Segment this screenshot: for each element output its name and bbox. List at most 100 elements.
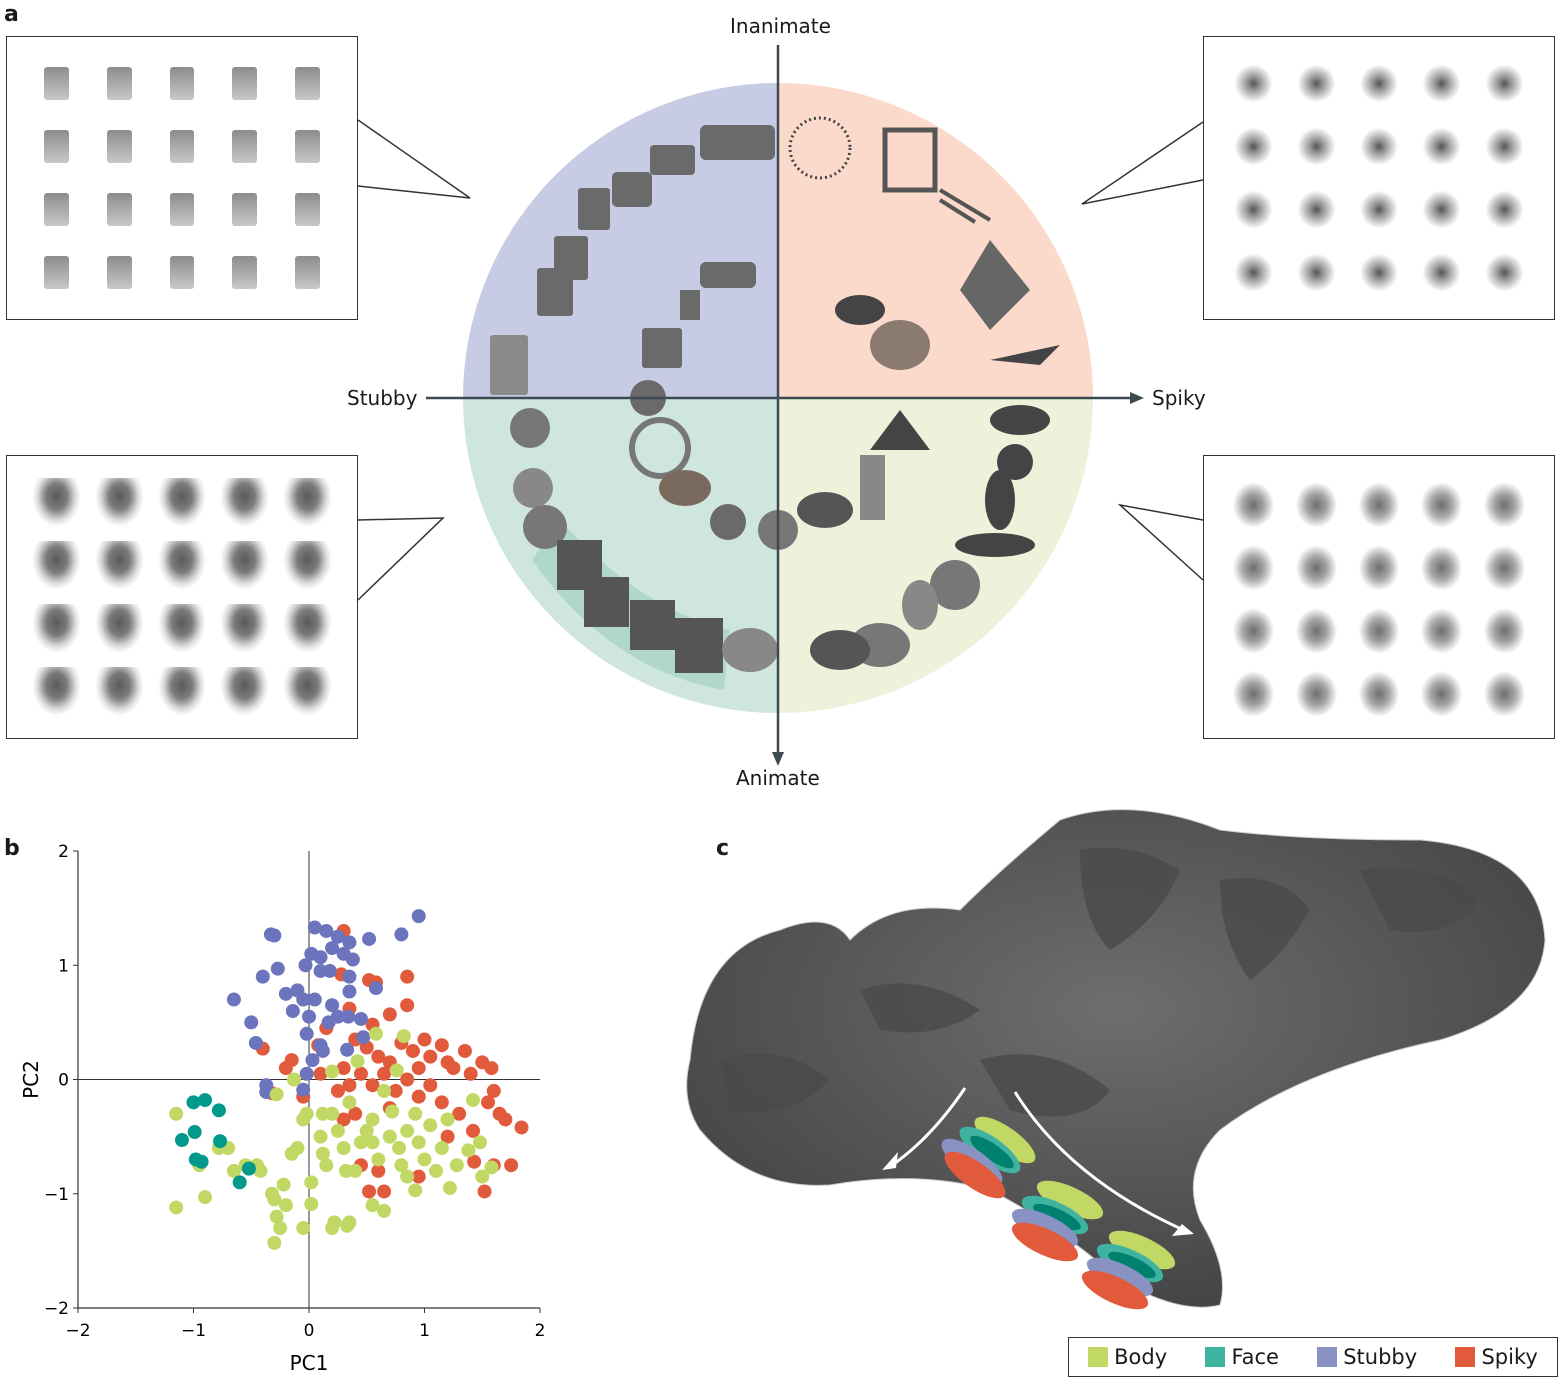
animal-bodies-box	[1203, 455, 1555, 739]
point-body	[304, 1175, 319, 1190]
point-face	[232, 1175, 247, 1190]
point-body	[290, 1141, 305, 1156]
legend-swatch	[1455, 1347, 1476, 1367]
point-spiky	[411, 1169, 426, 1184]
spiky-objects-thumbnail	[1480, 248, 1529, 297]
animal-bodies-thumbnail	[1480, 667, 1529, 716]
point-body	[423, 1118, 438, 1133]
point-spiky	[417, 1032, 432, 1047]
point-body	[368, 1026, 383, 1041]
faces-thumbnail	[32, 541, 81, 590]
point-spiky	[336, 1061, 351, 1076]
point-spiky	[486, 1083, 501, 1098]
animal-bodies-thumbnail	[1480, 478, 1529, 527]
point-body	[442, 1181, 457, 1196]
stubby-objects-thumbnail	[295, 67, 320, 100]
faces-thumbnail	[283, 667, 332, 716]
point-spiky	[313, 1066, 328, 1081]
point-body	[484, 1160, 499, 1175]
legend-item-stubby: Stubby	[1317, 1345, 1417, 1369]
stubby-objects-thumbnail	[44, 67, 69, 100]
point-stubby	[342, 969, 357, 984]
point-stubby	[296, 1082, 311, 1097]
point-spiky	[434, 1038, 449, 1053]
point-spiky	[371, 1049, 386, 1064]
point-spiky	[463, 1066, 478, 1081]
faces-thumbnail	[94, 667, 144, 716]
point-body	[336, 1141, 351, 1156]
point-stubby	[259, 1085, 274, 1100]
point-body	[365, 1112, 380, 1127]
animal-bodies-thumbnail	[1417, 667, 1467, 716]
point-stubby	[356, 1030, 371, 1045]
point-stubby	[325, 941, 340, 956]
faces-thumbnail	[32, 667, 81, 716]
faces-thumbnail	[220, 478, 270, 527]
point-stubby	[299, 1026, 314, 1041]
point-body	[396, 1029, 411, 1044]
point-spiky	[423, 1078, 438, 1093]
animal-bodies-thumbnail	[1229, 541, 1278, 590]
point-body	[440, 1112, 455, 1127]
axis-label-spiky: Spiky	[1152, 386, 1206, 410]
point-body	[408, 1106, 423, 1121]
spiky-objects-thumbnail	[1417, 122, 1467, 171]
point-stubby	[353, 1011, 368, 1026]
faces-thumbnail	[157, 667, 207, 716]
animal-bodies-thumbnail	[1291, 667, 1341, 716]
point-body	[319, 1158, 334, 1173]
y-tick-label: −2	[44, 1299, 69, 1319]
faces-thumbnail	[283, 604, 332, 653]
point-spiky	[400, 969, 415, 984]
spiky-objects-thumbnail	[1417, 59, 1467, 108]
point-body	[169, 1106, 184, 1121]
stubby-objects-thumbnail	[169, 67, 195, 100]
point-spiky	[377, 1184, 392, 1199]
point-spiky	[336, 1112, 351, 1127]
point-spiky	[457, 1043, 472, 1058]
point-stubby	[285, 1003, 300, 1018]
point-body	[371, 1152, 386, 1167]
animal-bodies-thumbnail	[1354, 541, 1404, 590]
legend-label: Body	[1114, 1345, 1168, 1369]
y-tick-label: 0	[58, 1071, 69, 1091]
arrow-head-icon	[882, 1152, 898, 1170]
legend-swatch	[1317, 1347, 1338, 1367]
point-stubby	[307, 992, 322, 1007]
point-body	[315, 1146, 330, 1161]
panel-label-a: a	[4, 2, 19, 27]
point-stubby	[342, 984, 357, 999]
animal-bodies-thumbnail	[1229, 604, 1278, 653]
point-body	[429, 1163, 444, 1178]
point-stubby	[315, 1043, 330, 1058]
spiky-objects-thumbnail	[1291, 248, 1341, 297]
animal-bodies-thumbnail	[1417, 478, 1467, 527]
spiky-objects-thumbnail	[1417, 248, 1467, 297]
stubby-objects-thumbnail	[106, 67, 132, 100]
stubby-objects-thumbnail	[106, 256, 132, 289]
legend-item-face: Face	[1205, 1345, 1279, 1369]
point-body	[296, 1221, 311, 1236]
point-body	[315, 1106, 330, 1121]
faces-thumbnail	[94, 604, 144, 653]
point-spiky	[348, 1106, 363, 1121]
callout-pointer	[357, 119, 471, 199]
point-spiky	[278, 1061, 293, 1076]
point-body	[394, 1158, 409, 1173]
point-stubby	[368, 981, 383, 996]
point-body	[286, 1072, 301, 1087]
animal-bodies-thumbnail	[1229, 667, 1278, 716]
stubby-objects-thumbnail	[44, 130, 69, 163]
point-stubby	[325, 998, 340, 1013]
category-legend: Body Face Stubby Spiky	[1068, 1337, 1558, 1377]
legend-swatch	[1205, 1347, 1226, 1367]
point-stubby	[307, 920, 322, 935]
category-patches	[941, 1116, 1176, 1310]
point-spiky	[405, 1043, 420, 1058]
point-spiky	[411, 1089, 426, 1104]
gradient-arrow-right	[1013, 1091, 1189, 1234]
animal-bodies-thumbnail	[1417, 604, 1467, 653]
sulci-pattern	[720, 847, 1480, 1117]
point-stubby	[267, 928, 282, 943]
point-spiky	[514, 1120, 529, 1135]
